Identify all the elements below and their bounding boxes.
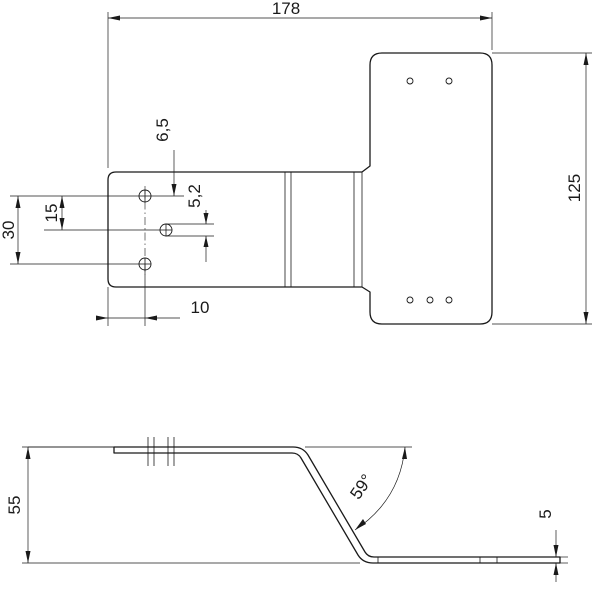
dimension-bend-angle: 59°	[305, 446, 412, 531]
dimension-slot-offset: 6,5	[151, 118, 184, 197]
dim-label-178: 178	[272, 0, 300, 18]
dim-label-5: 5	[536, 509, 555, 518]
dimension-hole-diameter: 5,2	[166, 184, 214, 262]
dim-label-125: 125	[565, 174, 584, 202]
dim-label-55: 55	[5, 496, 24, 515]
flange-hole-top-right	[445, 77, 453, 85]
dim-label-15: 15	[42, 204, 61, 223]
dimension-hole-spacing: 15	[42, 196, 160, 231]
dimension-plate-height: 125	[492, 52, 592, 325]
bracket-side-profile	[113, 446, 561, 564]
dim-label-10: 10	[191, 298, 210, 317]
dimension-edge-offset: 10	[96, 270, 209, 326]
dimension-total-spacing: 30	[0, 195, 139, 265]
flange-hole-bottom-middle	[426, 296, 434, 304]
dim-label-59-deg: 59°	[346, 471, 376, 503]
dimension-bend-height: 55	[5, 446, 360, 564]
dim-label-6-5: 6,5	[153, 118, 172, 142]
top-view: 178 125 30 15	[0, 0, 592, 326]
flange-hole-bottom-right	[445, 296, 453, 304]
dim-label-5-2: 5,2	[185, 184, 204, 208]
flange-hole-bottom-left	[406, 296, 414, 304]
dimension-thickness: 5	[536, 509, 568, 582]
bracket-plate-outline	[107, 52, 493, 325]
side-view: 55 59° 5	[5, 437, 568, 582]
dim-label-30: 30	[0, 221, 18, 240]
flange-hole-top-left	[406, 77, 414, 85]
dimension-overall-width: 178	[107, 0, 493, 168]
